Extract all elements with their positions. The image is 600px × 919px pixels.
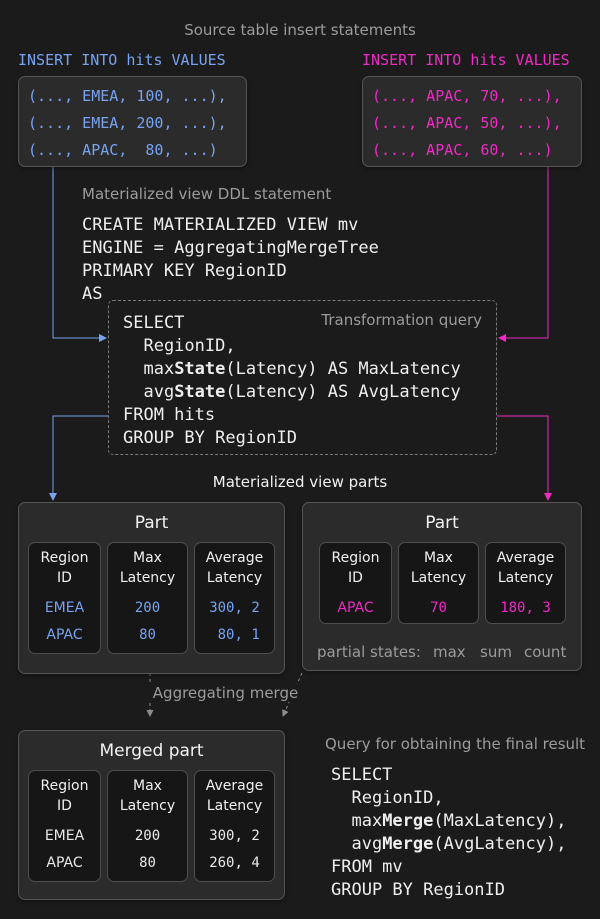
region-id-column: Region ID EMEA APAC	[28, 770, 101, 882]
max-latency-column: Max Latency 70	[398, 542, 479, 624]
column-header: Latency	[206, 570, 263, 586]
column-header: Region	[331, 550, 380, 566]
final-query-line: maxMerge(MaxLatency),	[331, 811, 567, 831]
cell: 80, 1	[209, 627, 260, 643]
region-id-column: Region ID APAC	[319, 542, 392, 624]
average-latency-column: Average Latency 300, 2 260, 4	[194, 770, 275, 882]
column-header: Region	[40, 550, 89, 566]
max-latency-column: Max Latency 200 80	[107, 542, 188, 654]
transform-line: avgState(Latency) AS AvgLatency	[123, 382, 461, 402]
insert-right-row: (..., APAC, 50, ...),	[372, 114, 562, 132]
column-header: Max	[133, 778, 162, 794]
column-header: Latency	[119, 798, 176, 814]
column-header: Latency	[206, 798, 263, 814]
region-id-column: Region ID EMEA APAC	[28, 542, 101, 654]
aggregating-merge-label: Aggregating merge	[148, 684, 303, 702]
insert-left-header: INSERT INTO hits VALUES	[18, 51, 226, 69]
final-query-line: RegionID,	[331, 788, 444, 808]
merged-part: Merged part Region ID EMEA APAC Max Late…	[18, 730, 285, 900]
cell: 300, 2	[209, 828, 260, 844]
ddl-line: PRIMARY KEY RegionID	[82, 261, 287, 281]
cell: EMEA	[44, 828, 85, 844]
transform-line: GROUP BY RegionID	[123, 428, 297, 448]
cell: 260, 4	[209, 855, 260, 871]
arrow-transform-to-left-part	[49, 415, 108, 501]
column-header: Average	[205, 550, 264, 566]
arrow-merge-right	[282, 672, 303, 717]
column-header: Average	[496, 550, 555, 566]
cell: EMEA	[44, 600, 85, 616]
final-query-line: SELECT	[331, 765, 393, 785]
final-query-title: Query for obtaining the final result	[325, 735, 586, 753]
arrow-right-insert-to-transform	[498, 166, 549, 342]
arrow-transform-to-right-part	[497, 415, 552, 501]
column-header: Latency	[497, 570, 554, 586]
transform-line: FROM hits	[123, 405, 216, 425]
transform-line: SELECT	[123, 313, 185, 333]
merged-part-title: Merged part	[99, 741, 204, 761]
partial-count-label: count	[524, 643, 567, 661]
insert-left-box: (..., EMEA, 100, ...), (..., EMEA, 200, …	[18, 76, 247, 167]
cell: 300, 2	[209, 600, 260, 616]
transform-line: RegionID,	[123, 336, 236, 356]
insert-right-box: (..., APAC, 70, ...), (..., APAC, 50, ..…	[362, 76, 582, 167]
final-query-line: FROM mv	[331, 857, 403, 877]
cell: APAC	[46, 627, 83, 643]
ddl-line: AS	[82, 284, 103, 304]
ddl-title: Materialized view DDL statement	[82, 185, 332, 203]
part-right: Part Region ID APAC Max Latency 70 Avera…	[302, 502, 582, 671]
insert-left-row: (..., EMEA, 100, ...),	[28, 87, 227, 105]
partial-max-label: max	[433, 643, 466, 661]
cell: 180, 3	[500, 600, 551, 616]
column-header: ID	[57, 570, 72, 586]
partial-states-label: partial states:	[317, 643, 421, 661]
final-query-line: GROUP BY RegionID	[331, 880, 505, 900]
insert-right-row: (..., APAC, 70, ...),	[372, 87, 562, 105]
cell: APAC	[337, 600, 374, 616]
column-header: Average	[205, 778, 264, 794]
cell: 80	[139, 627, 156, 643]
ddl-line: ENGINE = AggregatingMergeTree	[82, 238, 379, 258]
insert-right-header: INSERT INTO hits VALUES	[362, 51, 570, 69]
arrow-left-insert-to-transform	[52, 166, 107, 342]
insert-left-row: (..., EMEA, 200, ...),	[28, 114, 227, 132]
column-header: ID	[57, 798, 72, 814]
partial-sum-label: sum	[480, 643, 512, 661]
column-header: ID	[348, 570, 363, 586]
part-right-title: Part	[425, 513, 459, 533]
ddl-line: CREATE MATERIALIZED VIEW mv	[82, 215, 359, 235]
column-header: Region	[40, 778, 89, 794]
mv-parts-title: Materialized view parts	[212, 473, 388, 491]
column-header: Latency	[410, 570, 467, 586]
cell: APAC	[46, 855, 83, 871]
transformation-query-label: Transformation query	[321, 311, 482, 329]
cell: 200	[134, 600, 161, 616]
cell: 80	[139, 855, 156, 871]
column-header: Max	[133, 550, 162, 566]
cell: 70	[430, 600, 447, 616]
average-latency-column: Average Latency 300, 2 80, 1	[194, 542, 275, 654]
part-left: Part Region ID EMEA APAC Max Latency 200…	[18, 502, 285, 674]
average-latency-column: Average Latency 180, 3	[485, 542, 566, 624]
column-header: Latency	[119, 570, 176, 586]
cell: 200	[134, 828, 161, 844]
part-left-title: Part	[134, 513, 169, 533]
source-title: Source table insert statements	[184, 21, 416, 39]
column-header: Max	[424, 550, 453, 566]
insert-right-row: (..., APAC, 60, ...)	[372, 141, 553, 159]
transformation-query-box: Transformation query SELECT RegionID, ma…	[108, 300, 497, 455]
insert-left-row: (..., APAC, 80, ...)	[28, 141, 218, 159]
transform-line: maxState(Latency) AS MaxLatency	[123, 359, 461, 379]
max-latency-column: Max Latency 200 80	[107, 770, 188, 882]
final-query-line: avgMerge(AvgLatency),	[331, 834, 567, 854]
